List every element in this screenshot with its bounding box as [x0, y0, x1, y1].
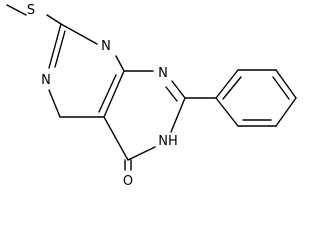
bond-n6-c5 — [127, 146, 156, 161]
bond-c7-n6 — [170, 97, 186, 133]
bond-n3-c4 — [48, 89, 61, 118]
bond-c2-n1 — [60, 23, 98, 45]
bonds — [6, 4, 297, 171]
bond-ph-c1-c2-inner — [222, 76, 242, 100]
bond-ph-c1-c2 — [215, 69, 239, 99]
bond-c2-n3 — [48, 23, 62, 69]
bond-ph-c3-c4 — [275, 69, 297, 99]
bond-ph-c6-c1 — [215, 97, 239, 127]
nh-atom-label: NH — [158, 134, 178, 149]
bond-c8a-c4a-inner — [98, 74, 117, 113]
bond-c5-c4a — [103, 116, 129, 161]
bond-n8-c7 — [171, 80, 186, 99]
nitrogen-left-atom-label: N — [41, 73, 51, 88]
bond-ph-c3-c4-inner — [272, 76, 290, 100]
bond-n8-c7-inner — [165, 86, 178, 102]
sulfur-atom-label: S — [27, 3, 35, 18]
bond-ph-c4-c5 — [275, 97, 297, 127]
bond-c8a-c4a — [103, 70, 125, 118]
bond-sulfur-c2 — [46, 14, 62, 25]
nitrogen-top-atom-label: N — [101, 39, 111, 54]
bond-c2-n3-inner — [54, 30, 66, 68]
oxygen-atom-label: O — [123, 174, 133, 189]
chemical-structure-diagram: S N N N NH O — [6, 3, 297, 189]
atom-labels: S N N N NH O — [27, 3, 178, 189]
nitrogen-right-atom-label: N — [158, 66, 168, 81]
bond-n1-c8a — [115, 55, 125, 72]
bond-methyl-sulfur — [6, 4, 27, 16]
